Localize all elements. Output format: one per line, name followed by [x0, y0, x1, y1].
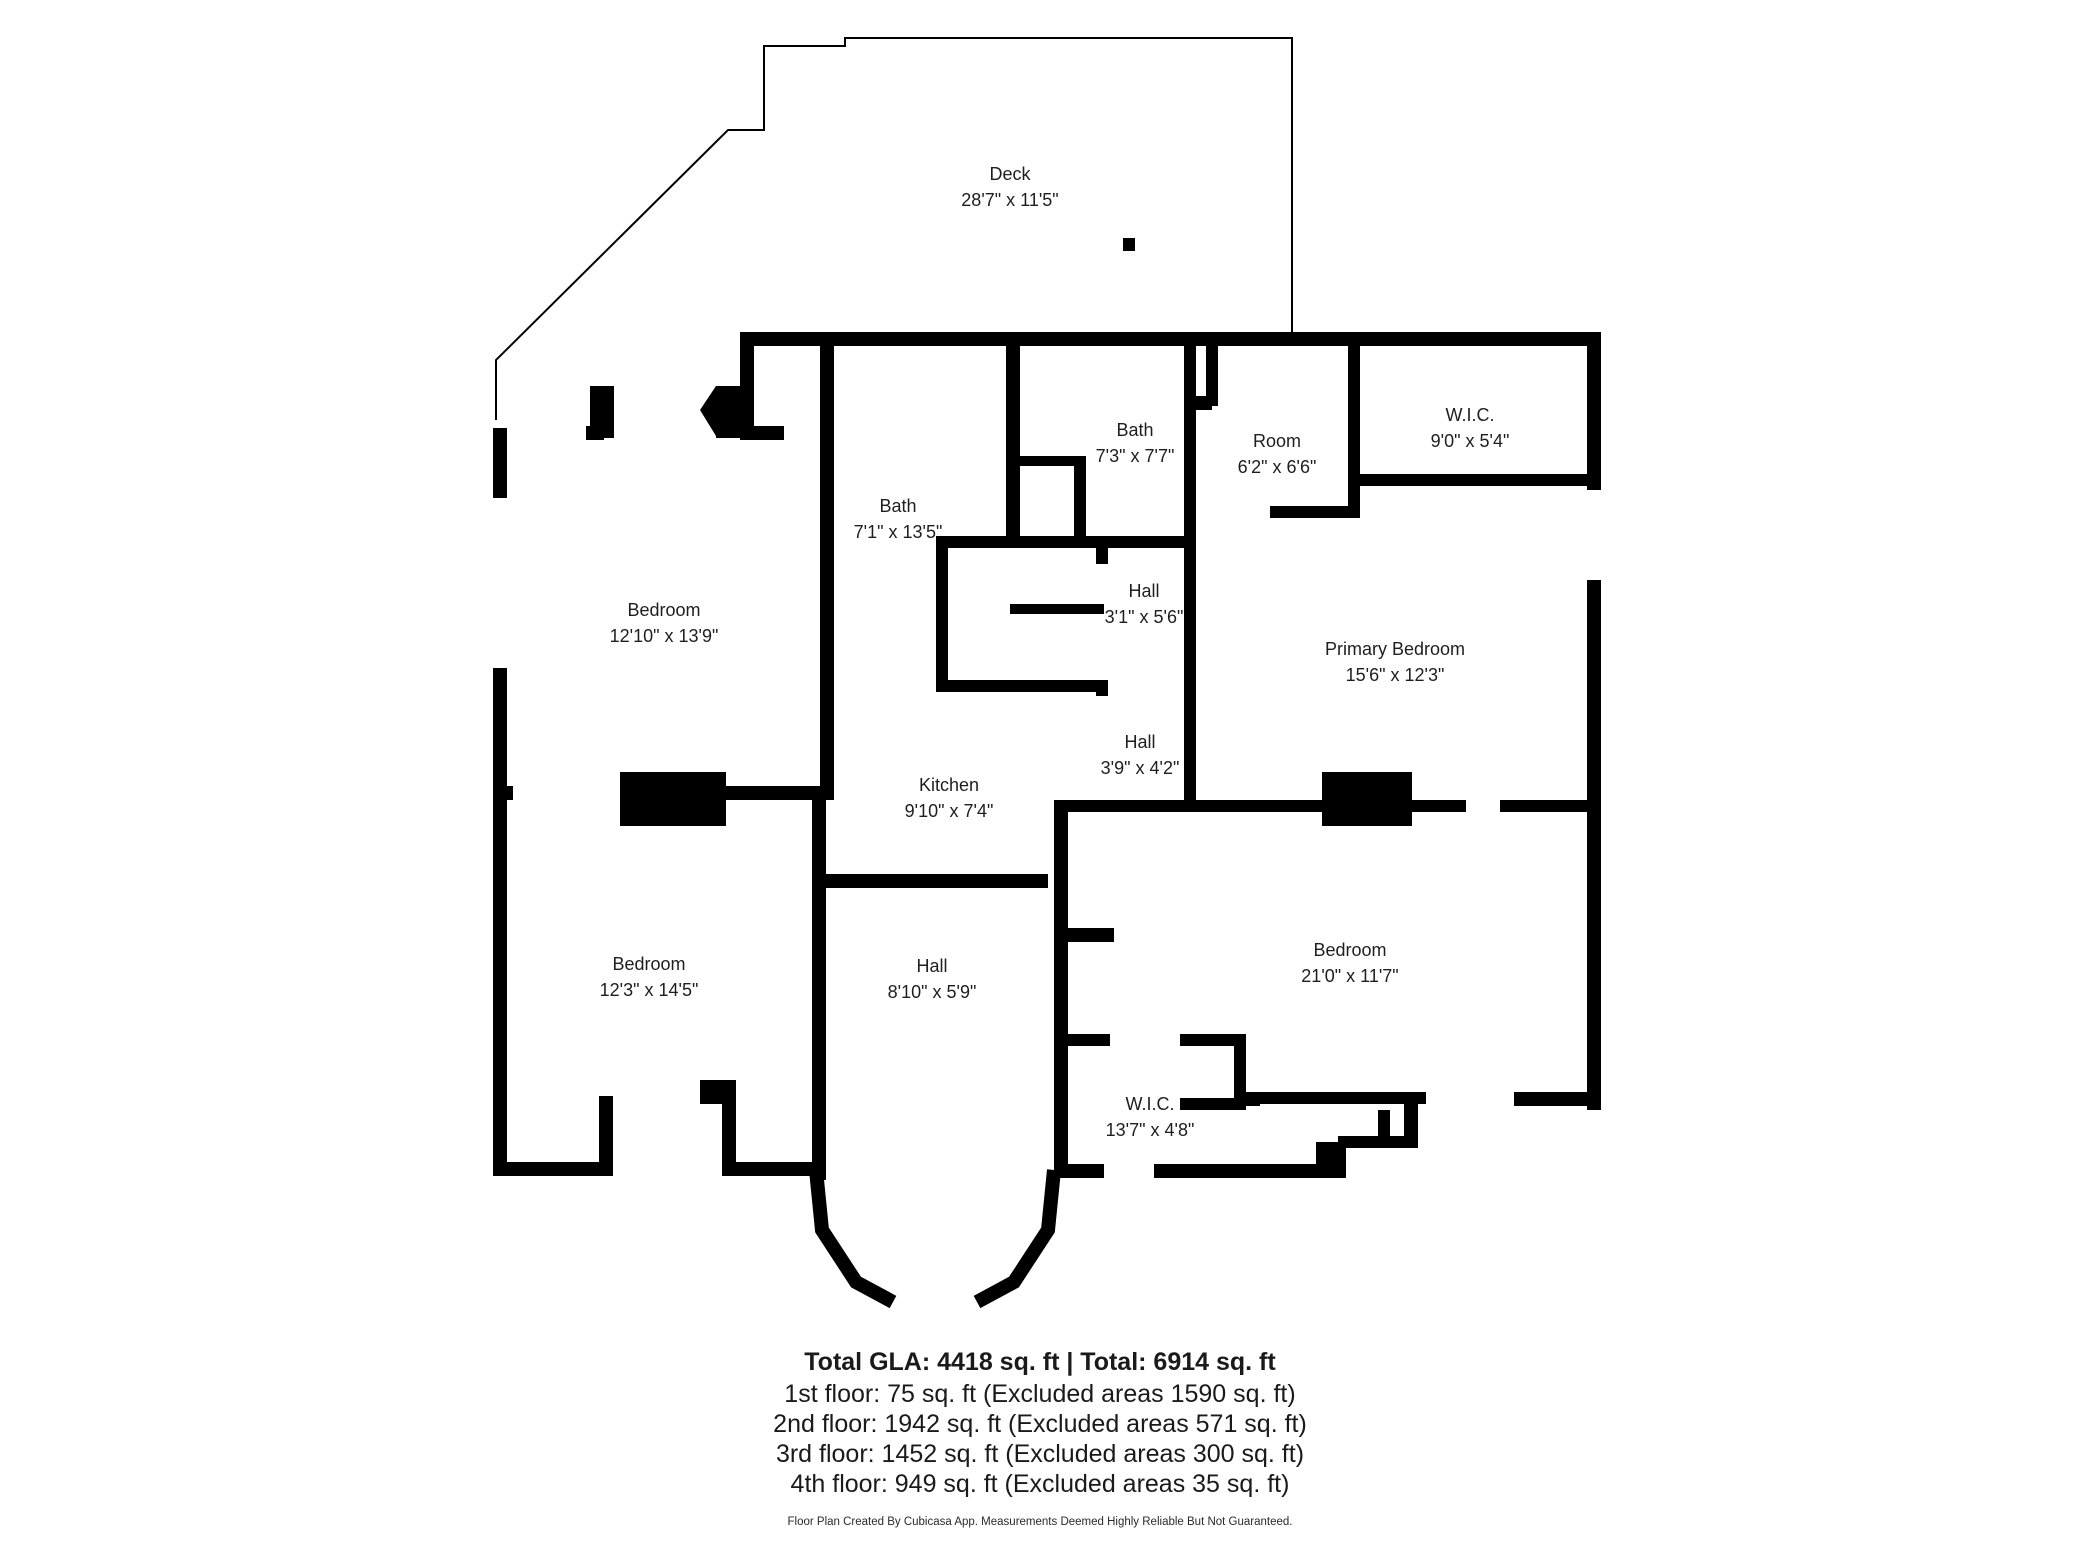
wic-top-name: W.I.C.	[1446, 405, 1495, 425]
room-labels: Deck 28'7" x 11'5" Bath 7'1" x 13'5" Bat…	[600, 164, 1510, 1140]
kitchen-name: Kitchen	[919, 775, 979, 795]
bedroom-se-size: 21'0" x 11'7"	[1301, 966, 1398, 986]
total-gla: Total GLA: 4418 sq. ft	[804, 1348, 1060, 1376]
wic-top-size: 9'0" x 5'4"	[1431, 431, 1510, 451]
deck-size: 28'7" x 11'5"	[961, 190, 1058, 210]
bath-left-size: 7'1" x 13'5"	[854, 522, 943, 542]
kitchen-size: 9'10" x 7'4"	[905, 801, 994, 821]
hall-main-name: Hall	[916, 956, 947, 976]
primary-bedroom-size: 15'6" x 12'3"	[1346, 665, 1445, 685]
deck-outline	[495, 37, 1293, 420]
bedroom-se-name: Bedroom	[1313, 940, 1386, 960]
bedroom-sw-name: Bedroom	[612, 954, 685, 974]
room-name: Room	[1253, 431, 1301, 451]
deck-post	[1123, 238, 1135, 251]
hall-main-size: 8'10" x 5'9"	[888, 982, 977, 1002]
hall-stair-name: Hall	[1128, 581, 1159, 601]
floor-line-1: 1st floor: 75 sq. ft (Excluded areas 159…	[784, 1380, 1296, 1408]
floor-line-4: 4th floor: 949 sq. ft (Excluded areas 35…	[790, 1470, 1290, 1498]
room-size: 6'2" x 6'6"	[1238, 457, 1317, 477]
bedroom-nw-name: Bedroom	[627, 600, 700, 620]
bath-right-name: Bath	[1116, 420, 1153, 440]
total-area: Total: 6914 sq. ft	[1080, 1348, 1276, 1376]
hall-small-size: 3'9" x 4'2"	[1101, 758, 1180, 778]
deck-name: Deck	[989, 164, 1031, 184]
bath-right-size: 7'3" x 7'7"	[1096, 446, 1175, 466]
credit-note: Floor Plan Created By Cubicasa App. Meas…	[787, 1516, 1293, 1528]
wic-bottom-name: W.I.C.	[1126, 1094, 1175, 1114]
bath-left-name: Bath	[879, 496, 916, 516]
bedroom-sw-size: 12'3" x 14'5"	[600, 980, 699, 1000]
wic-bottom-size: 13'7" x 4'8"	[1106, 1120, 1195, 1140]
total-gla-line: Total GLA: 4418 sq. ft | Total: 6914 sq.…	[0, 1348, 2080, 1377]
total-separator: |	[1059, 1348, 1081, 1376]
hall-stair-size: 3'1" x 5'6"	[1105, 607, 1184, 627]
walls	[493, 332, 1601, 1309]
bedroom-nw-size: 12'10" x 13'9"	[610, 626, 719, 646]
primary-bedroom-name: Primary Bedroom	[1325, 639, 1465, 659]
floor-line-2: 2nd floor: 1942 sq. ft (Excluded areas 5…	[773, 1410, 1307, 1438]
floor-line-3: 3rd floor: 1452 sq. ft (Excluded areas 3…	[775, 1440, 1305, 1468]
hall-small-name: Hall	[1124, 732, 1155, 752]
